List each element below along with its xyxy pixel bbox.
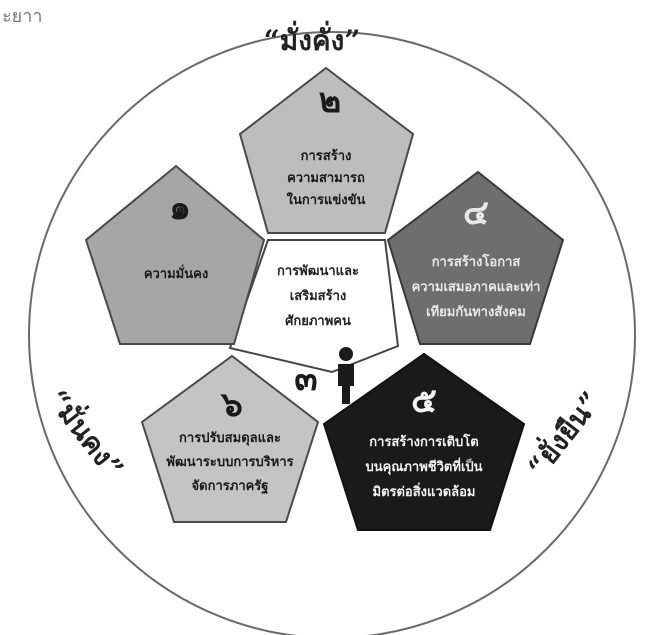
pentagon-2: ๒ การสร้าง ความสามารถ ในการแข่งขัน: [238, 66, 415, 234]
pentagon-6-line-3: จัดการภาครัฐ: [192, 479, 269, 495]
pentagon-6-number: ๖: [219, 385, 243, 425]
pentagon-5-number: ๕: [411, 381, 437, 421]
person-icon: [338, 347, 354, 404]
outer-circle: [28, 31, 636, 635]
center-line-2: เสริมสร้าง: [290, 288, 347, 304]
title-left: “มั่นคง”: [41, 381, 133, 484]
pentagon-6-line-2: พัฒนาระบบการบริหาร: [166, 455, 293, 470]
pentagon-5: ๕ การสร้างการเติบโต บนคุณภาพชีวิตที่เป็น…: [322, 352, 526, 531]
title-right: “ยั่งยืน”: [518, 383, 607, 483]
pentagon-6-line-1: การปรับสมดุลและ: [179, 431, 281, 446]
pentagon-2-line-2: ความสามารถ: [287, 171, 365, 186]
pentagon-2-shape: [238, 66, 415, 234]
pentagon-4-line-3: เทียมกันทางสังคม: [426, 304, 526, 320]
pentagon-1-shape: [84, 164, 266, 345]
center-line-1: การพัฒนาและ: [277, 264, 359, 279]
pentagon-2-line-3: ในการแข่งขัน: [287, 191, 366, 208]
center-number: ๓: [294, 359, 317, 399]
pentagon-5-line-2: บนคุณภาพชีวิตที่เป็น: [365, 457, 482, 475]
pentagon-2-number: ๒: [319, 81, 341, 121]
pentagon-4-shape: [386, 170, 565, 345]
pentagon-4-line-2: ความเสมอภาคและเท่า: [412, 280, 541, 295]
corner-fragment-text: ะยาา: [2, 6, 42, 27]
pentagon-4-line-1: การสร้างโอกาส: [432, 253, 521, 270]
pentagon-5-line-1: การสร้างการเติบโต: [369, 433, 478, 450]
pentagon-1-line-1: ความมั่นคง: [144, 264, 208, 282]
pentagon-4: ๔ การสร้างโอกาส ความเสมอภาคและเท่า เทียม…: [386, 170, 565, 345]
pentagon-4-number: ๔: [463, 193, 489, 233]
pentagon-1: ๑ ความมั่นคง: [84, 164, 266, 345]
pentagon-1-number: ๑: [169, 188, 191, 228]
pentagon-2-line-1: การสร้าง: [301, 148, 352, 164]
pentagon-5-line-3: มิตรต่อสิ่งแวดล้อม: [373, 482, 476, 500]
pentagon-6-shape: [140, 354, 320, 523]
pentagon-6: ๖ การปรับสมดุลและ พัฒนาระบบการบริหาร จัด…: [140, 354, 320, 523]
pentagon-5-shape: [322, 352, 526, 531]
center-line-3: ศักยภาพคน: [285, 314, 351, 329]
title-top: “มั่งคั่ง”: [264, 20, 361, 57]
